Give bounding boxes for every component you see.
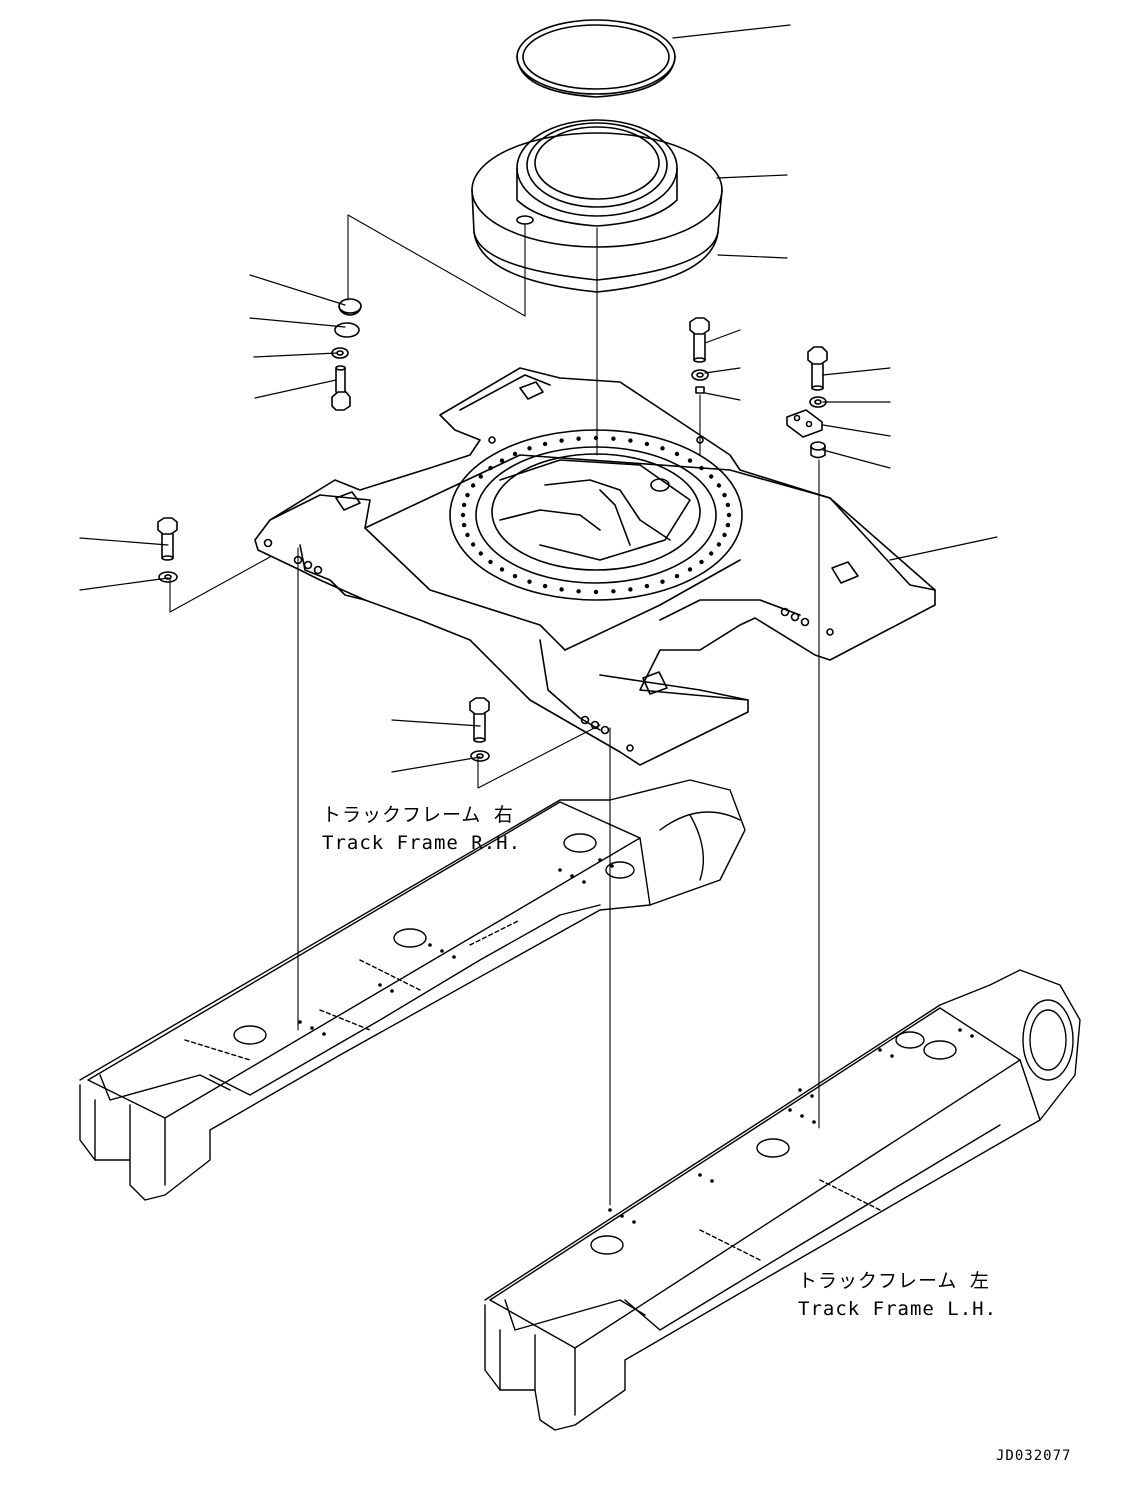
bolt-hole xyxy=(611,436,616,441)
bolt-hole xyxy=(878,1048,882,1052)
bolt-hole xyxy=(298,1020,302,1024)
bolt-hole xyxy=(709,551,714,556)
bolt-hole xyxy=(610,864,614,868)
seal-ring xyxy=(516,19,676,98)
bolt-hole xyxy=(716,542,722,547)
bolt-hole xyxy=(582,880,586,884)
bolt-hole xyxy=(970,1034,974,1038)
bolt-hole xyxy=(660,579,665,584)
bolt-hole xyxy=(687,458,693,463)
bolt-hole xyxy=(674,573,680,579)
bolt-hole xyxy=(810,1094,814,1098)
bolt-hole xyxy=(488,465,493,471)
bolt-hole xyxy=(726,512,732,518)
track-frame-lh-label-en: Track Frame L.H. xyxy=(798,1298,998,1320)
bolt-hole xyxy=(710,1179,714,1183)
track-frame-rh-label-en: Track Frame R.H. xyxy=(322,832,522,854)
bolt-hole xyxy=(598,858,602,862)
bolt-hole xyxy=(699,559,704,565)
bolt-hole xyxy=(644,441,650,447)
bolt-hole xyxy=(716,483,722,488)
bearing-mount-ring xyxy=(449,429,743,601)
bolt-hole xyxy=(722,492,727,498)
bolt-hole xyxy=(725,522,731,528)
bolt-hole xyxy=(660,446,665,451)
bolt-hole xyxy=(593,435,599,441)
bolt-hole xyxy=(322,1032,326,1036)
bolt-hole xyxy=(512,451,518,457)
track-frame-rh-holes xyxy=(298,858,614,1036)
bolt-hole xyxy=(620,1214,624,1218)
bolt-hole xyxy=(542,583,548,589)
bolt-hole xyxy=(576,589,581,594)
track-frame-rh xyxy=(79,779,746,1201)
drawing-number: JD032077 xyxy=(996,1448,1072,1464)
fasteners-bottom xyxy=(157,517,490,762)
bolt-hole xyxy=(559,587,564,592)
track-frame-lh-holes xyxy=(608,1028,974,1224)
bolt-hole xyxy=(390,989,394,993)
track-frame-rh-label-jp: トラックフレーム 右 xyxy=(322,804,514,826)
center-frame xyxy=(254,367,936,766)
bolt-hole xyxy=(644,583,650,589)
bolt-hole xyxy=(542,441,548,447)
bolt-hole xyxy=(527,446,532,451)
bolt-hole xyxy=(470,542,476,547)
bolt-hole xyxy=(512,573,518,579)
bolt-hole xyxy=(488,559,493,565)
bolt-hole xyxy=(687,567,693,572)
bolt-hole xyxy=(709,474,714,479)
bolt-hole xyxy=(958,1028,962,1032)
fasteners-center xyxy=(689,317,710,394)
bolt-hole xyxy=(461,502,467,508)
bolt-hole xyxy=(452,955,456,959)
fasteners-left xyxy=(331,298,362,411)
bolt-hole xyxy=(428,943,432,947)
bolt-hole xyxy=(558,868,562,872)
bolt-hole xyxy=(628,438,633,443)
bolt-hole xyxy=(800,1114,804,1118)
bolt-hole xyxy=(460,512,466,518)
bolt-hole xyxy=(499,458,505,463)
bolt-hole xyxy=(527,579,532,584)
bolt-hole xyxy=(478,551,483,556)
bolt-hole xyxy=(725,502,731,508)
bolt-hole xyxy=(465,492,470,498)
alignment-lines xyxy=(169,214,820,1206)
track-frame-lh-label-jp: トラックフレーム 左 xyxy=(798,1270,990,1292)
bolt-hole xyxy=(465,532,470,538)
bolt-hole xyxy=(461,522,467,528)
bolt-hole xyxy=(608,1208,612,1212)
bolt-hole xyxy=(576,436,581,441)
bolt-hole xyxy=(632,1220,636,1224)
bolt-hole xyxy=(699,465,704,471)
bearing-bolt-holes xyxy=(460,435,732,595)
bolt-hole xyxy=(788,1108,792,1112)
leader-lines xyxy=(79,24,998,773)
bolt-hole xyxy=(611,589,616,594)
bolt-hole xyxy=(722,532,727,538)
bolt-hole xyxy=(698,1173,702,1177)
bolt-hole xyxy=(440,949,444,953)
bolt-hole xyxy=(310,1026,314,1030)
bolt-hole xyxy=(478,474,483,479)
bolt-hole xyxy=(890,1054,894,1058)
bolt-hole xyxy=(798,1088,802,1092)
bolt-hole xyxy=(674,451,680,457)
bolt-hole xyxy=(570,874,574,878)
track-frame-lh xyxy=(484,969,1081,1431)
bolt-hole xyxy=(593,589,599,595)
bolt-hole xyxy=(812,1120,816,1124)
bolt-hole xyxy=(628,587,633,592)
fasteners-right xyxy=(786,346,828,459)
bolt-hole xyxy=(559,438,564,443)
bolt-hole xyxy=(378,983,382,987)
bolt-hole xyxy=(499,567,505,572)
bolt-hole xyxy=(470,483,476,488)
